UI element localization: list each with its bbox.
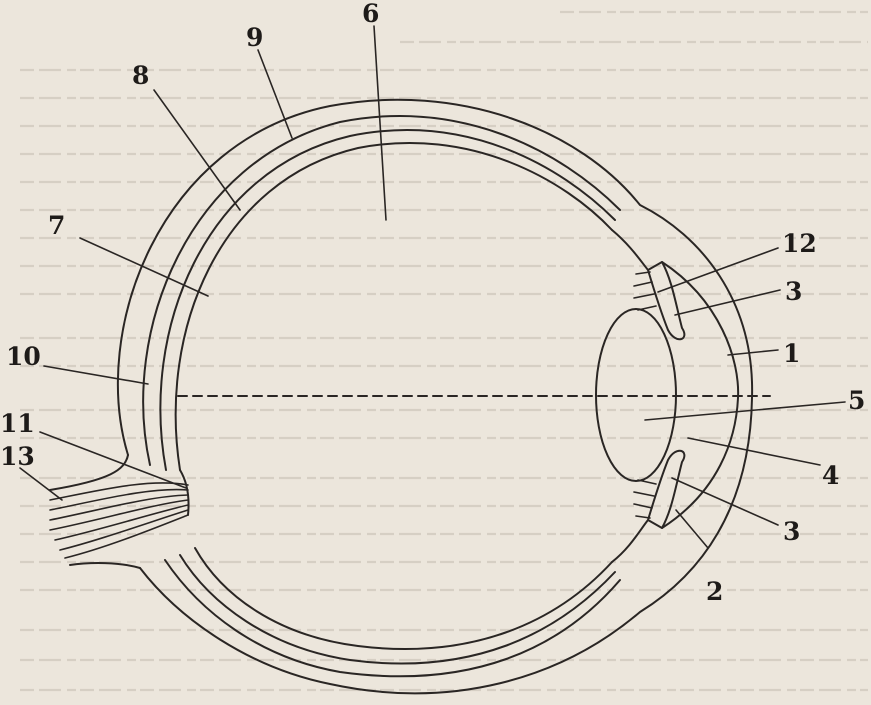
- part-labels: 1 2 3 3 4 5 6 7 8 9 10 11 12 13: [0, 0, 865, 606]
- retina-outer: [159, 129, 616, 665]
- label-7: 7: [48, 211, 65, 240]
- choroid: [142, 115, 621, 678]
- label-4: 4: [822, 461, 839, 490]
- label-8: 8: [132, 61, 149, 90]
- label-3-lower: 3: [783, 517, 800, 546]
- optic-nerve: [49, 454, 190, 569]
- retina-inner: [174, 141, 613, 650]
- background-bleed-text: [20, 10, 868, 692]
- label-5: 5: [848, 386, 865, 415]
- label-11: 11: [0, 409, 35, 438]
- sclera-outer: [116, 98, 754, 695]
- label-13: 13: [0, 442, 35, 471]
- ciliary-body-lower: [611, 449, 686, 563]
- label-1: 1: [783, 339, 800, 368]
- label-10: 10: [6, 342, 41, 371]
- cornea: [661, 261, 740, 529]
- label-6: 6: [362, 0, 379, 28]
- ciliary-body-upper: [611, 229, 686, 341]
- label-12: 12: [782, 229, 817, 258]
- iris-upper: [633, 271, 657, 311]
- label-2: 2: [706, 577, 723, 606]
- label-9: 9: [246, 23, 263, 52]
- leader-lines: [19, 25, 846, 549]
- iris-lower: [633, 479, 657, 519]
- label-3-upper: 3: [785, 277, 802, 306]
